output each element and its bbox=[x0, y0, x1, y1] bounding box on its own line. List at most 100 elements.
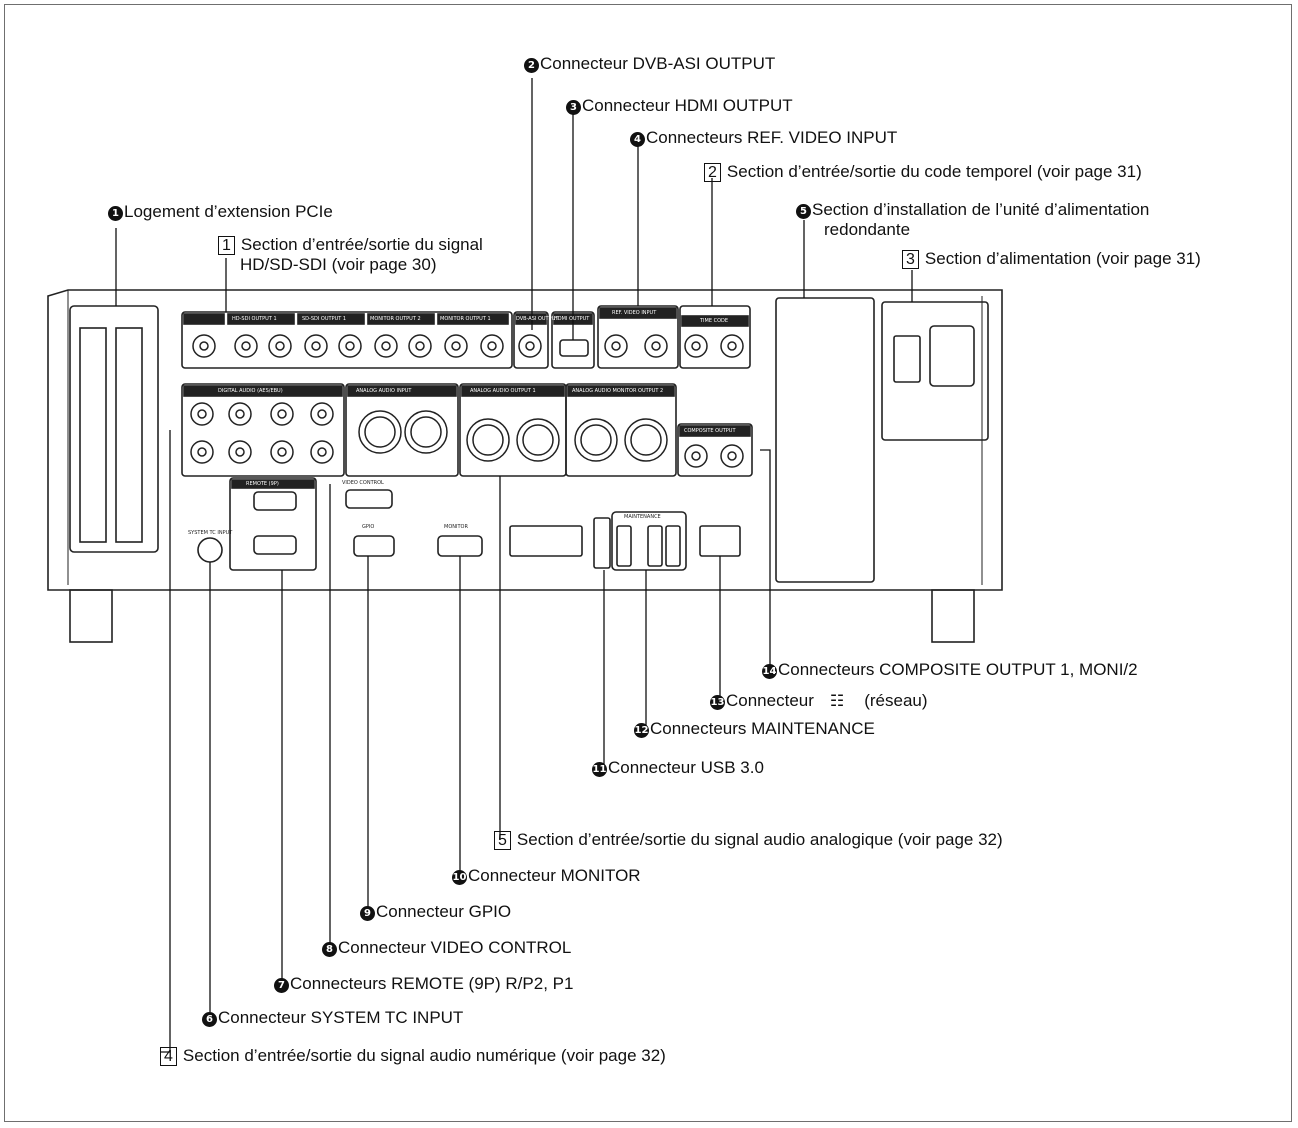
bnc-connector bbox=[190, 440, 214, 464]
callout-marker: 3 bbox=[902, 250, 919, 269]
bnc-connector-core bbox=[317, 409, 327, 419]
callout-marker: 1 bbox=[108, 206, 123, 221]
callout-text: Connecteurs REMOTE (9P) R/P2, P1 bbox=[290, 974, 574, 993]
bnc-connector-core bbox=[381, 341, 391, 351]
bnc-connector-core bbox=[727, 341, 737, 351]
bnc-connector bbox=[720, 334, 744, 358]
callout-marker: 6 bbox=[202, 1012, 217, 1027]
lan-connector bbox=[699, 525, 741, 557]
usb-connector bbox=[593, 517, 611, 569]
panel-label-maintenance: MAINTENANCE bbox=[624, 514, 661, 520]
callout-marker: 11 bbox=[592, 762, 607, 777]
panel-label-dvb-asi: DVB-ASI OUTPUT bbox=[516, 316, 559, 322]
pcie-slot-area bbox=[69, 305, 159, 553]
panel-label-sd-sdi-output-1: SD-SDI OUTPUT 1 bbox=[302, 316, 347, 322]
gpio-connector bbox=[353, 535, 395, 557]
callout-text-2: (réseau) bbox=[864, 691, 928, 710]
panel-label-system-tc-input: SYSTEM TC INPUT bbox=[188, 530, 233, 536]
psu-bay bbox=[775, 297, 875, 583]
maintenance-block bbox=[611, 511, 687, 571]
callout-text: Section d’entrée/sortie du signal bbox=[240, 235, 483, 254]
bnc-connector-core bbox=[345, 341, 355, 351]
bnc-connector-core bbox=[277, 447, 287, 457]
bnc-connector bbox=[604, 334, 628, 358]
callout-c10: 10Connecteur MONITOR bbox=[452, 866, 641, 886]
bnc-connector bbox=[270, 440, 294, 464]
bnc-connector bbox=[644, 334, 668, 358]
callout-text: Connecteur GPIO bbox=[376, 902, 512, 921]
callout-text-2: HD/SD-SDI (voir page 30) bbox=[240, 255, 437, 274]
left-foot bbox=[69, 589, 113, 643]
callout-c12: 12Connecteurs MAINTENANCE bbox=[634, 719, 875, 739]
bnc-connector-core bbox=[691, 341, 701, 351]
callout-text: Section d’entrée/sortie du signal audio … bbox=[182, 1046, 666, 1065]
callout-text: Connecteur HDMI OUTPUT bbox=[582, 96, 793, 115]
panel-label-video-control: VIDEO CONTROL bbox=[342, 480, 384, 486]
time-code-block bbox=[679, 305, 751, 369]
bnc-connector bbox=[228, 402, 252, 426]
callout-text: Connecteurs MAINTENANCE bbox=[650, 719, 875, 738]
panel-label-hdmi-output: HDMI OUTPUT bbox=[554, 316, 590, 322]
bnc-connector-core bbox=[317, 447, 327, 457]
panel-label-time-code: TIME CODE bbox=[700, 318, 729, 324]
callout-text: Section d’entrée/sortie du signal audio … bbox=[516, 830, 1003, 849]
panel-label-hd-sdi-output-1: HD-SDI OUTPUT 1 bbox=[232, 316, 277, 322]
dvb-asi-block bbox=[513, 311, 549, 369]
xlr-connector-inner bbox=[522, 424, 554, 456]
bnc-connector bbox=[310, 440, 334, 464]
bnc-connector bbox=[338, 334, 362, 358]
callout-marker: 7 bbox=[274, 978, 289, 993]
xlr-connector bbox=[358, 410, 402, 454]
bnc-connector-core bbox=[199, 341, 209, 351]
bnc-connector bbox=[268, 334, 292, 358]
callout-marker: 12 bbox=[634, 723, 649, 738]
bnc-connector-core bbox=[197, 409, 207, 419]
callout-marker: 5 bbox=[796, 204, 811, 219]
panel-label-ref-video-input: REF. VIDEO INPUT bbox=[612, 310, 657, 316]
page-frame bbox=[4, 4, 1292, 1122]
bnc-connector bbox=[234, 334, 258, 358]
bnc-connector-core bbox=[451, 341, 461, 351]
bnc-connector bbox=[228, 440, 252, 464]
panel-label-analog-audio-input: ANALOG AUDIO INPUT bbox=[356, 388, 412, 394]
bnc-connector bbox=[684, 334, 708, 358]
callout-text-2: redondante bbox=[824, 220, 911, 239]
bnc-connector-core bbox=[311, 341, 321, 351]
chassis-outline bbox=[47, 289, 1003, 591]
composite-block bbox=[677, 423, 753, 477]
callout-marker: 14 bbox=[762, 664, 777, 679]
panel-label-digital-audio: DIGITAL AUDIO (AES/EBU) bbox=[218, 388, 283, 394]
callout-c13: 13Connecteur☷(réseau) bbox=[710, 691, 928, 712]
xlr-connector bbox=[404, 410, 448, 454]
callout-text: Connecteur bbox=[726, 691, 814, 710]
bnc-connector-core bbox=[525, 341, 535, 351]
bnc-connector-core bbox=[415, 341, 425, 351]
bnc-connector-core bbox=[487, 341, 497, 351]
callout-marker: 10 bbox=[452, 870, 467, 885]
xlr-connector bbox=[516, 418, 560, 462]
xlr-connector-inner bbox=[580, 424, 612, 456]
bnc-connector-core bbox=[727, 451, 737, 461]
bnc-connector bbox=[720, 444, 744, 468]
leader-lines bbox=[115, 78, 913, 1053]
bnc-connector-core bbox=[241, 341, 251, 351]
panel-label-monitor-output-2: MONITOR OUTPUT 2 bbox=[370, 316, 421, 322]
callout-text: Section d’entrée/sortie du code temporel… bbox=[726, 162, 1142, 181]
bnc-connector bbox=[190, 402, 214, 426]
bnc-connector bbox=[270, 402, 294, 426]
callout-text: Connecteurs COMPOSITE OUTPUT 1, MONI/2 bbox=[778, 660, 1138, 679]
panel-label-monitor-output-1: MONITOR OUTPUT 1 bbox=[440, 316, 491, 322]
xlr-connector bbox=[574, 418, 618, 462]
panel-label-analog-audio-output-1: ANALOG AUDIO OUTPUT 1 bbox=[470, 388, 536, 394]
panel-label-monitor: MONITOR bbox=[444, 524, 468, 530]
callout-text: Connecteur DVB-ASI OUTPUT bbox=[540, 54, 776, 73]
analog-input-block bbox=[345, 383, 459, 477]
bnc-connector-core bbox=[651, 341, 661, 351]
xlr-connector bbox=[466, 418, 510, 462]
